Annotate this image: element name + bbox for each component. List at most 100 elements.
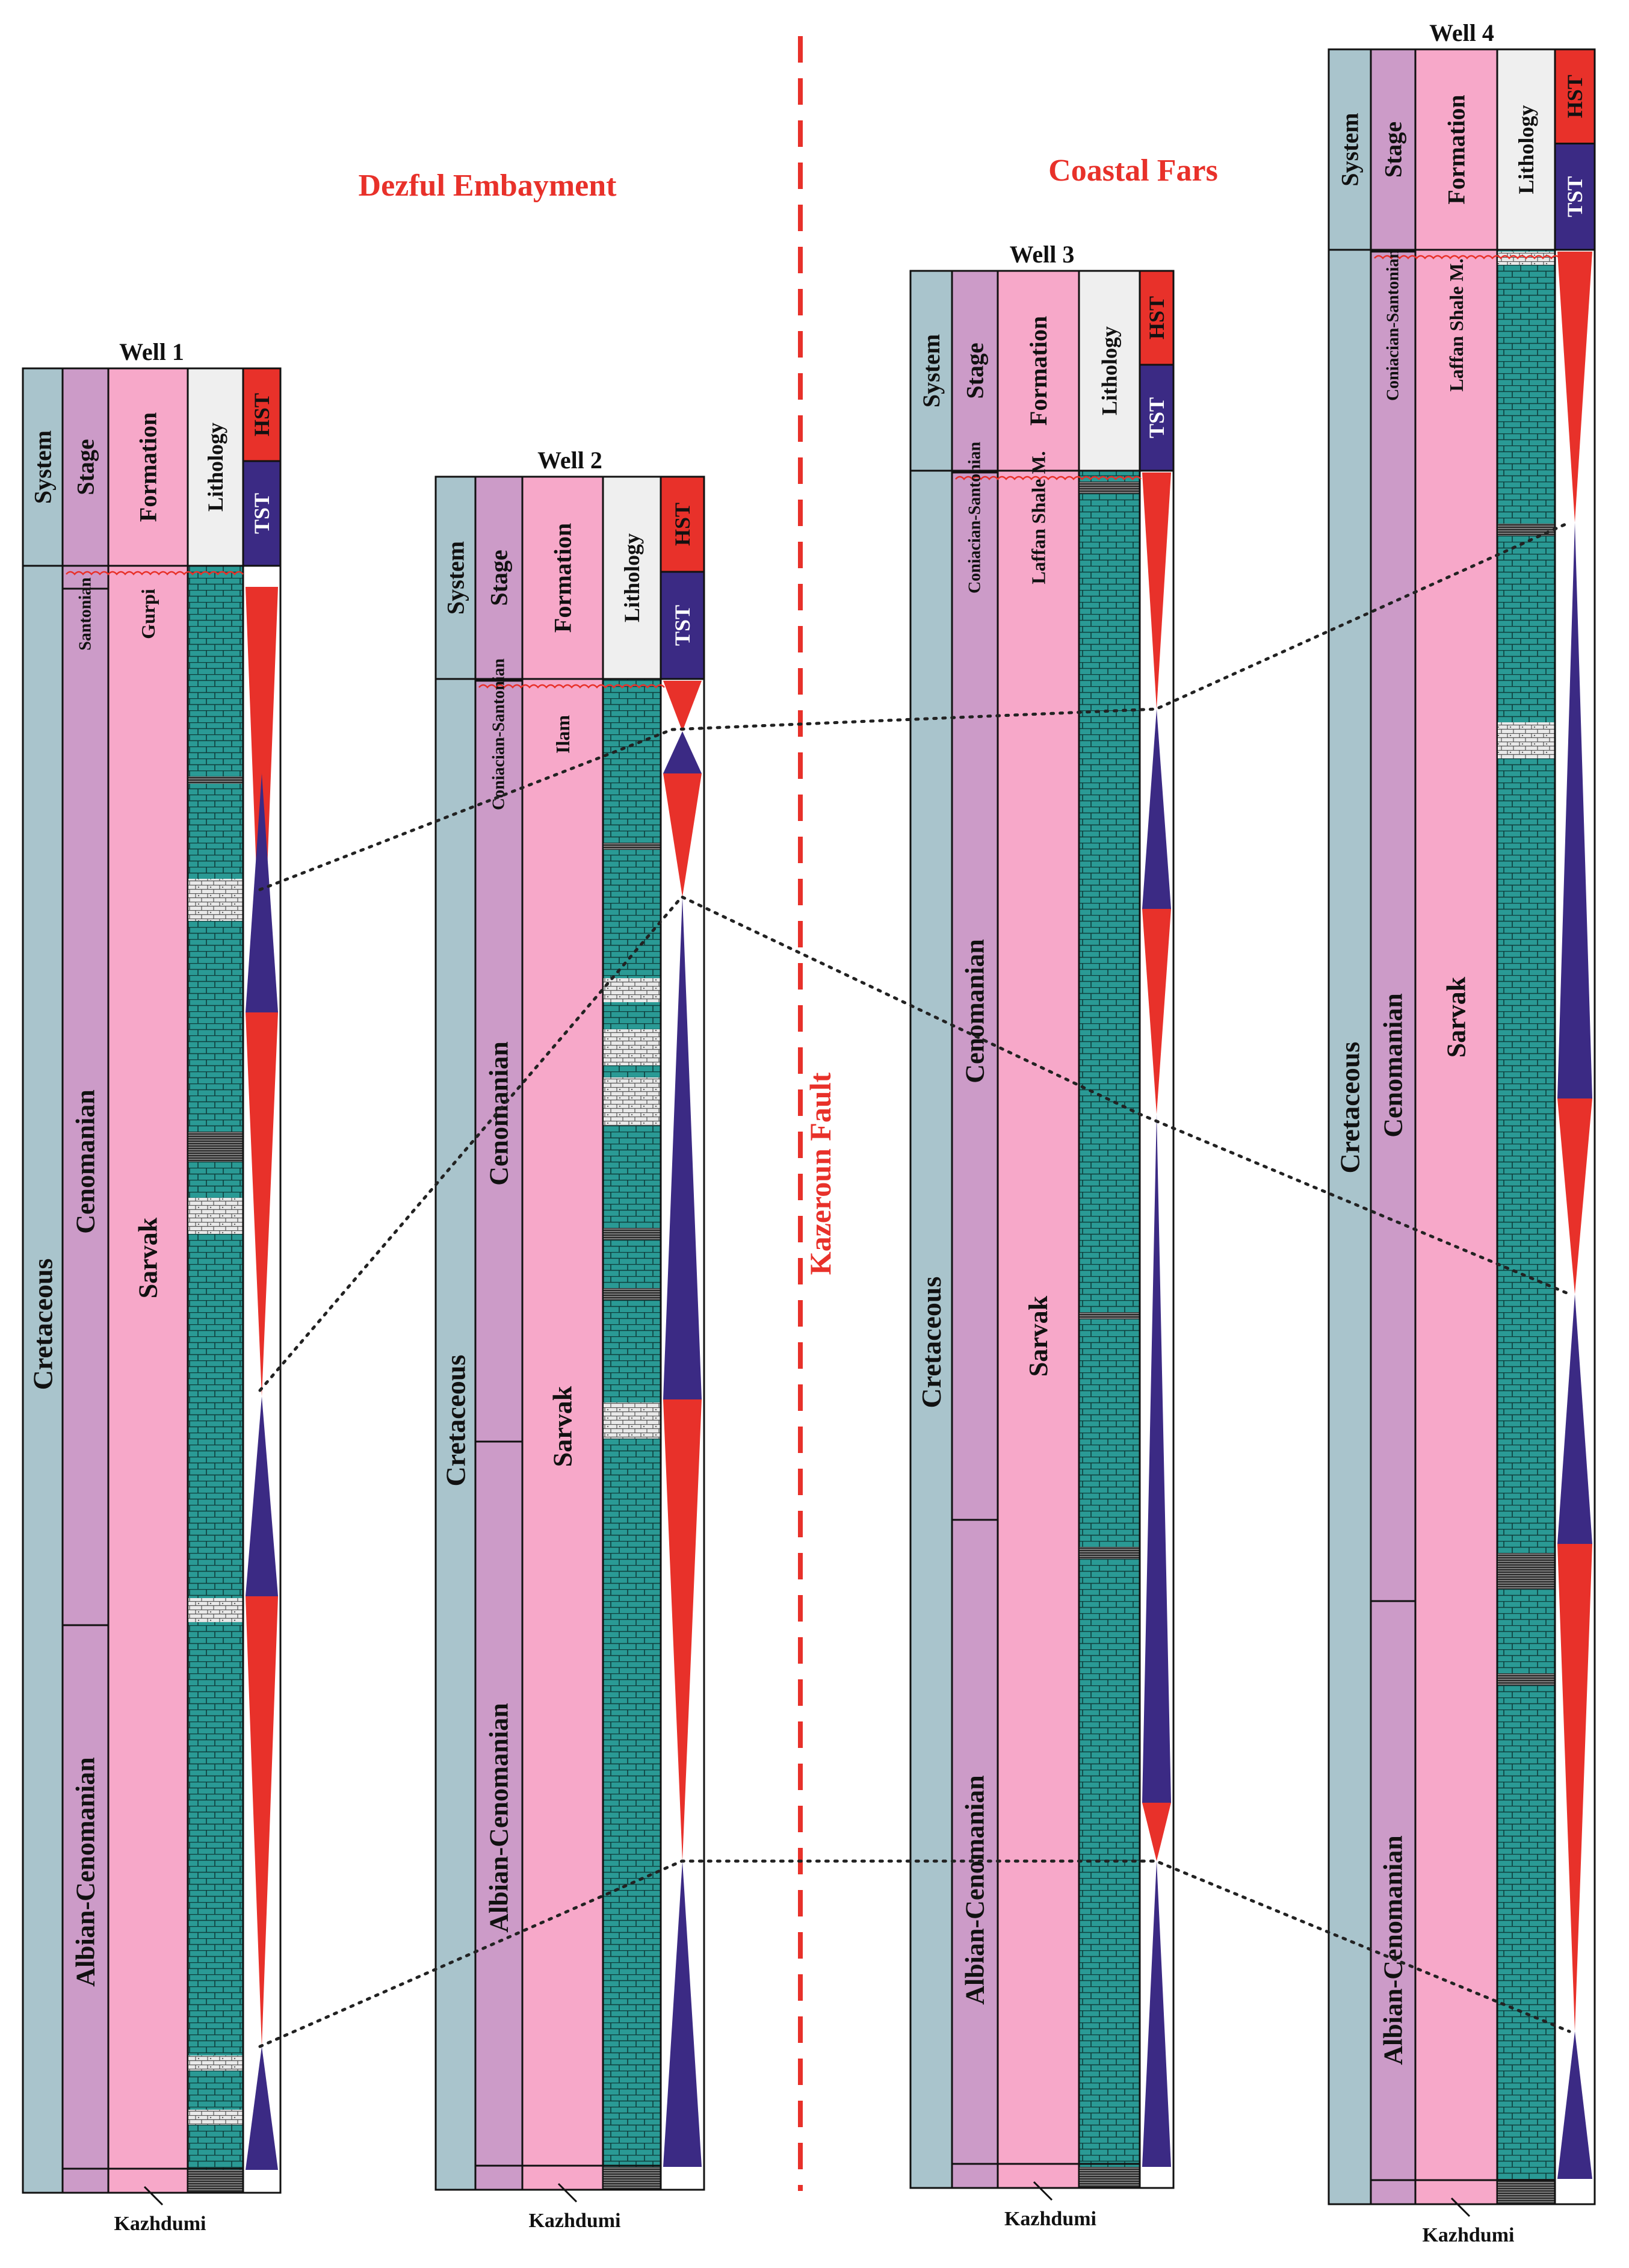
system-label: Cretaceous bbox=[1335, 1042, 1365, 1174]
hst-triangle bbox=[1557, 252, 1592, 522]
formation-label-0: Laffan Shale M. bbox=[1028, 451, 1049, 584]
stage-header: Stage bbox=[1380, 122, 1407, 178]
formation-column bbox=[1414, 48, 1498, 2205]
lithology-band bbox=[1080, 2167, 1139, 2188]
formation-label-1: Sarvak bbox=[1024, 1295, 1053, 1377]
lithology-band bbox=[1498, 2179, 1554, 2204]
lithology-band bbox=[1498, 524, 1554, 536]
unconformity-line bbox=[955, 476, 1142, 480]
lithology-header-label: Lithology bbox=[203, 423, 227, 512]
lithology-band bbox=[604, 1228, 660, 1240]
formation-header: Formation bbox=[549, 523, 576, 633]
stage-label-2: Albian-Cenomanian bbox=[960, 1775, 990, 2004]
hst-triangle bbox=[246, 1012, 278, 1396]
stage-column bbox=[474, 476, 524, 2191]
hst-header-label: HST bbox=[1563, 75, 1587, 118]
stage-header: Stage bbox=[72, 439, 99, 495]
hst-triangle bbox=[1142, 1803, 1171, 1861]
lithology-header-label: Lithology bbox=[620, 533, 644, 622]
tst-header-label: TST bbox=[1145, 397, 1169, 438]
lithology-header-label: Lithology bbox=[1098, 326, 1122, 415]
lithology-band bbox=[604, 1029, 660, 1065]
system-header: System bbox=[918, 334, 945, 407]
hst-triangle bbox=[663, 681, 702, 731]
lithology-band bbox=[1498, 1673, 1554, 1685]
hst-triangle bbox=[663, 773, 702, 897]
hst-header-label: HST bbox=[1145, 296, 1169, 339]
lithology-band bbox=[188, 1198, 243, 1234]
unconformity-line bbox=[1374, 255, 1560, 259]
tst-triangle bbox=[663, 897, 702, 1399]
lithology-band bbox=[604, 978, 660, 1002]
system-column bbox=[434, 476, 477, 2191]
unconformity-line bbox=[478, 684, 665, 689]
tst-triangle bbox=[246, 2046, 278, 2170]
system-column bbox=[22, 367, 64, 2194]
tst-triangle bbox=[1142, 1114, 1171, 1803]
lithology-band bbox=[188, 879, 243, 921]
hst-triangle bbox=[246, 1596, 278, 2046]
tst-triangle bbox=[246, 1396, 278, 1596]
well-title: Well 1 bbox=[119, 338, 184, 365]
tst-triangle bbox=[1142, 1861, 1171, 2167]
formation-column bbox=[107, 367, 189, 2194]
formation-label-0: Laffan Shale M. bbox=[1445, 258, 1467, 391]
tst-triangle bbox=[1557, 1294, 1592, 1544]
system-label: Cretaceous bbox=[440, 1355, 471, 1487]
hst-triangle bbox=[1557, 1544, 1592, 2031]
tst-header bbox=[660, 571, 705, 680]
base-formation-label: Kazhdumi bbox=[1422, 2224, 1514, 2246]
stage-label-2: Albian-Cenomanian bbox=[71, 1757, 100, 1986]
stage-label-0: Coniacian-Santonian bbox=[966, 442, 985, 593]
tst-triangle bbox=[246, 773, 278, 1012]
tst-header bbox=[242, 460, 282, 567]
tst-header-label: TST bbox=[670, 605, 694, 646]
stage-label-0: Coniacian-Santonian bbox=[490, 658, 508, 810]
lithology-band bbox=[1080, 1312, 1139, 1319]
formation-label-1: Sarvak bbox=[134, 1217, 163, 1298]
lithology-band bbox=[1080, 1547, 1139, 1559]
formation-label-1: Sarvak bbox=[548, 1386, 578, 1467]
stage-label-2: Albian-Cenomanian bbox=[1379, 1835, 1408, 2065]
formation-header: Formation bbox=[135, 412, 162, 522]
system-column bbox=[909, 270, 953, 2189]
lithology-band bbox=[188, 2170, 243, 2193]
correlation-line-3 bbox=[258, 1859, 1571, 2048]
hst-header-label: HST bbox=[670, 503, 694, 546]
formation-header: Formation bbox=[1443, 94, 1470, 204]
stage-label-1: Cenomanian bbox=[1379, 993, 1408, 1138]
well-title: Well 4 bbox=[1429, 19, 1494, 46]
stage-label-2: Albian-Cenomanian bbox=[484, 1703, 514, 1932]
lithology-band bbox=[188, 2056, 243, 2071]
well-title: Well 2 bbox=[537, 447, 602, 474]
base-formation-label: Kazhdumi bbox=[1004, 2208, 1096, 2230]
lithology-band bbox=[604, 843, 660, 850]
tst-triangle bbox=[1142, 709, 1171, 909]
tst-header-label: TST bbox=[1563, 176, 1587, 217]
tst-triangle bbox=[1557, 522, 1592, 1098]
lithology-header bbox=[187, 367, 244, 567]
fault-label: Kazeroun Fault bbox=[803, 1072, 837, 1275]
hst-header bbox=[242, 367, 282, 462]
formation-label-1: Sarvak bbox=[1442, 976, 1471, 1058]
system-header: System bbox=[29, 430, 57, 504]
hst-triangle bbox=[663, 1399, 702, 1861]
unconformity-line bbox=[66, 571, 244, 575]
lithology-band bbox=[1080, 482, 1139, 494]
system-header: System bbox=[442, 541, 469, 615]
lithology-band bbox=[604, 1288, 660, 1300]
hst-triangle bbox=[1142, 909, 1171, 1114]
lithology-column bbox=[187, 565, 244, 2194]
lithology-band bbox=[1498, 1553, 1554, 1589]
stage-header: Stage bbox=[962, 342, 989, 398]
hst-header bbox=[660, 476, 705, 573]
formation-label-0: Gurpi bbox=[137, 589, 159, 639]
formation-header: Formation bbox=[1025, 316, 1052, 426]
lithology-band bbox=[604, 2167, 660, 2190]
region-label-dezful: Dezful Embayment bbox=[359, 169, 617, 203]
lithology-header-label: Lithology bbox=[1514, 105, 1538, 194]
